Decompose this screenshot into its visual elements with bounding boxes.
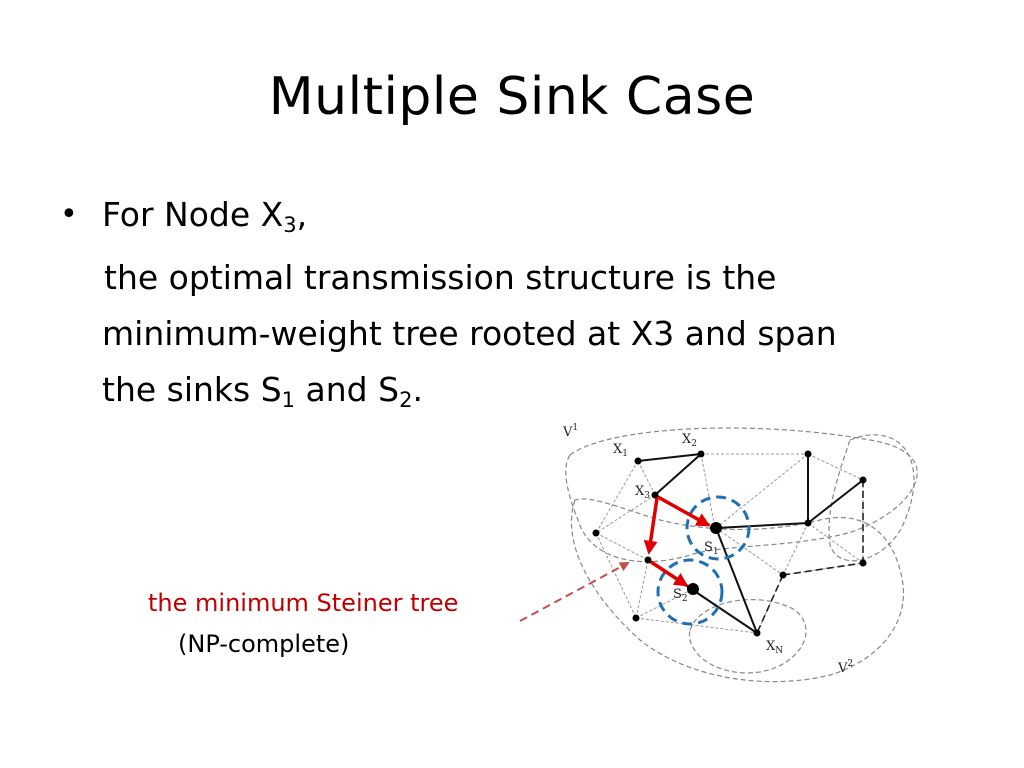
- steiner-arrow-x3-s1: [657, 495, 711, 527]
- line4-text: the sinks S: [102, 370, 282, 409]
- region-right-lobe: [828, 434, 915, 562]
- line4-punct: .: [412, 370, 423, 409]
- line4-subscript-2: 2: [399, 388, 413, 412]
- region-v2-boundary: [570, 498, 905, 683]
- steiner-arrow-x3-mid: [643, 497, 659, 555]
- node: [859, 476, 867, 484]
- node: [804, 450, 812, 458]
- bullet-line-4: the sinks S1 and S2.: [102, 362, 423, 417]
- region-v1-label: V1: [562, 423, 578, 440]
- node: [592, 529, 600, 537]
- node: [644, 556, 652, 564]
- node-x1-label: X1: [613, 442, 628, 459]
- node-s1-label: S1: [704, 540, 719, 557]
- node-xn: [753, 629, 761, 637]
- node-x2-label: X2: [682, 432, 697, 449]
- node-xn-label: XN: [766, 639, 783, 656]
- slide-title: Multiple Sink Case: [268, 67, 756, 127]
- line1-text: For Node X: [102, 195, 284, 234]
- sink-s1-circle: [685, 495, 751, 561]
- np-complete-note: (NP-complete): [178, 630, 350, 658]
- bullet-line-3: minimum-weight tree rooted at X3 and spa…: [102, 314, 837, 353]
- line4-mid-text: and S: [295, 370, 400, 409]
- line1-subscript: 3: [283, 213, 297, 237]
- node-s1: [710, 522, 722, 534]
- region-lower-lobe: [689, 599, 807, 674]
- region-v2-label: V2: [837, 659, 853, 676]
- line4-subscript-1: 1: [281, 388, 296, 412]
- bullet-line-1: For Node X3,: [102, 187, 307, 242]
- node-x3: [651, 491, 659, 499]
- node: [779, 571, 787, 579]
- node-s2: [687, 583, 699, 595]
- steiner-arrow-mid-s2: [650, 560, 689, 587]
- sink-s2-circle: [656, 558, 724, 626]
- line1-punct: ,: [296, 195, 308, 234]
- node: [804, 519, 812, 527]
- annotation-pointer-arrow: [519, 562, 630, 622]
- node: [632, 614, 640, 622]
- bullet-line-2: the optimal transmission structure is th…: [104, 258, 777, 297]
- node-x3-label: X3: [635, 484, 650, 501]
- steiner-tree-annotation: the minimum Steiner tree: [148, 589, 459, 617]
- node-x2: [697, 450, 705, 458]
- node-x1: [634, 457, 642, 465]
- node: [859, 559, 867, 567]
- bullet-marker: •: [60, 197, 78, 232]
- node-s2-label: S2: [673, 587, 688, 604]
